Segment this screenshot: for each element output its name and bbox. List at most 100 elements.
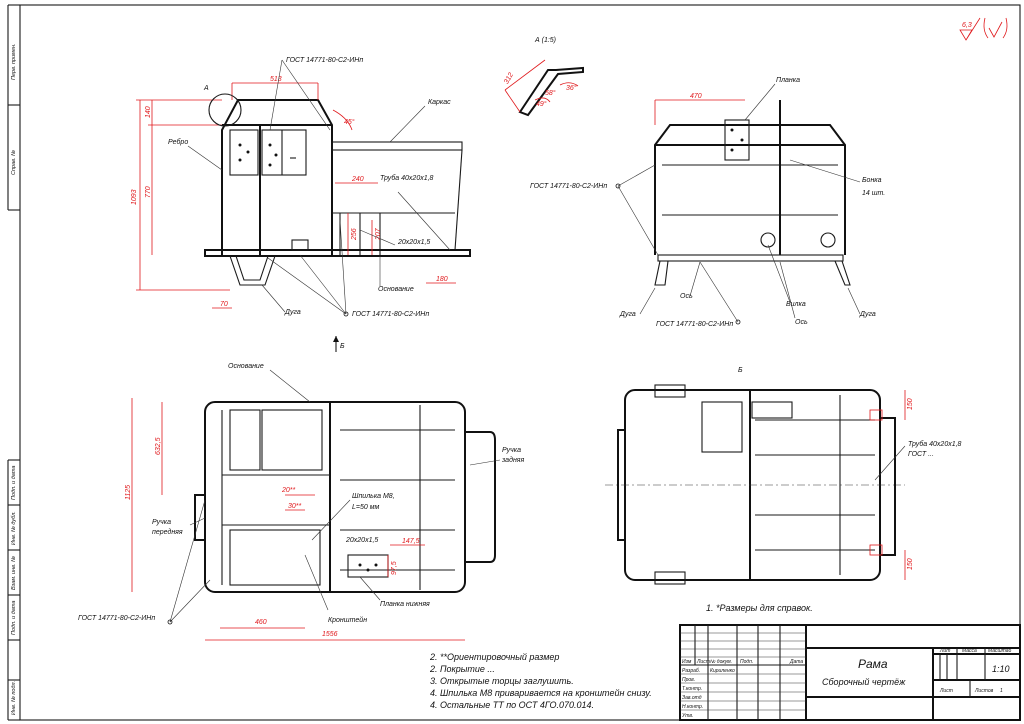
svg-text:470: 470 [690, 93, 702, 100]
svg-text:Дата: Дата [789, 659, 803, 665]
svg-text:Утв.: Утв. [682, 713, 693, 719]
note-3: 3. Открытые торцы заглушить. [430, 676, 574, 686]
svg-text:Основание: Основание [228, 363, 264, 370]
svg-text:Б: Б [738, 367, 743, 374]
note-1: 1. *Размеры для справок. [706, 603, 813, 613]
svg-text:Лист: Лист [696, 659, 710, 665]
stamp-podp-data-1: Подп. и дата [11, 466, 17, 500]
svg-text:ГОСТ 14771-80-С2-ИНп: ГОСТ 14771-80-С2-ИНп [656, 321, 733, 328]
svg-text:Бонка: Бонка [862, 177, 882, 184]
svg-text:ГОСТ 14771-80-С2-ИНп: ГОСТ 14771-80-С2-ИНп [352, 311, 429, 318]
svg-text:Ребро: Ребро [168, 138, 188, 146]
stamp-inv-dubl: Инв. № дубл. [11, 511, 17, 545]
svg-text:Масштаб: Масштаб [988, 648, 1012, 654]
svg-text:Труба 40х20х1,8: Труба 40х20х1,8 [908, 440, 962, 448]
svg-text:140: 140 [145, 106, 152, 118]
stamp-inv-podl: Инв. № подл. [11, 681, 17, 715]
svg-text:задняя: задняя [501, 456, 525, 464]
note-5: 4. Остальные ТТ по ОСТ 4ГО.070.014. [430, 700, 594, 710]
svg-text:1125: 1125 [125, 485, 132, 500]
svg-text:180: 180 [436, 276, 448, 283]
svg-text:Т.контр.: Т.контр. [682, 686, 702, 692]
svg-text:45°: 45° [344, 118, 355, 126]
top-view: 1125 632,5 20** 30** 147,5 97,5 460 1556… [78, 363, 525, 641]
note-4: 4. Шпилька М8 приваривается на кронштейн… [430, 688, 652, 698]
svg-text:ГОСТ 14771-80-С2-ИНп: ГОСТ 14771-80-С2-ИНп [530, 183, 607, 190]
stamp-sprav: Справ. № [11, 150, 17, 175]
svg-text:ГОСТ ...: ГОСТ ... [908, 451, 934, 458]
svg-text:Ручка: Ручка [152, 519, 171, 526]
svg-text:Н.контр.: Н.контр. [682, 704, 703, 710]
svg-text:передняя: передняя [152, 528, 183, 536]
svg-text:Подп.: Подп. [740, 659, 753, 665]
title-name: Рама [858, 657, 888, 671]
svg-text:14 шт.: 14 шт. [862, 190, 885, 197]
svg-text:Планка: Планка [776, 77, 800, 84]
svg-text:36°: 36° [566, 84, 577, 92]
svg-text:20х20х1,5: 20х20х1,5 [397, 239, 430, 246]
svg-text:312: 312 [503, 72, 515, 86]
title-scale: 1:10 [992, 664, 1010, 674]
svg-text:Основание: Основание [378, 286, 414, 293]
view-a-detail: А (1:5) 312 49° 58° 36° [503, 37, 584, 117]
svg-text:Ось: Ось [795, 319, 808, 326]
svg-text:Б: Б [340, 343, 345, 350]
svg-text:№ докум.: № докум. [710, 659, 732, 665]
svg-text:Лист: Лист [939, 688, 953, 694]
svg-text:Кронштейн: Кронштейн [328, 616, 367, 624]
svg-text:Изм: Изм [682, 659, 692, 665]
svg-text:L=50 мм: L=50 мм [352, 504, 380, 511]
notes: 1. *Размеры для справок. 2. **Ориентиров… [429, 603, 813, 710]
svg-text:Разраб.: Разраб. [682, 668, 700, 674]
svg-text:ГОСТ 14771-80-С2-ИНп: ГОСТ 14771-80-С2-ИНп [286, 57, 363, 64]
svg-text:Дуга: Дуга [859, 311, 876, 318]
svg-text:70: 70 [220, 301, 228, 308]
svg-text:770: 770 [145, 186, 152, 198]
svg-text:256: 256 [351, 228, 358, 241]
svg-text:Лит: Лит [939, 648, 950, 654]
svg-text:Труба 40х20х1,8: Труба 40х20х1,8 [380, 174, 434, 182]
svg-text:513: 513 [270, 76, 282, 83]
svg-text:Зав.отд: Зав.отд [682, 695, 702, 701]
svg-text:147,5: 147,5 [402, 538, 420, 545]
svg-text:Дуга: Дуга [284, 309, 301, 316]
svg-text:20**: 20** [281, 487, 296, 494]
svg-text:А: А [203, 85, 209, 92]
svg-text:632,5: 632,5 [155, 437, 162, 455]
svg-text:150: 150 [907, 558, 914, 570]
svg-text:Вилка: Вилка [786, 301, 806, 308]
svg-text:460: 460 [255, 619, 267, 626]
stamp-podp-data-2: Подп. и дата [11, 601, 17, 635]
note-2: 2. **Ориентировочный размер [429, 652, 559, 662]
sheet-border [19, 4, 1021, 721]
view-a-title: А (1:5) [534, 37, 556, 44]
svg-text:207: 207 [375, 227, 382, 241]
title-block: Изм Лист № докум. Подп. Дата Разраб. Кир… [679, 624, 1021, 721]
svg-text:ГОСТ 14771-80-С2-ИНп: ГОСТ 14771-80-С2-ИНп [78, 615, 155, 622]
stamp-perv-primen: Перв. примен. [11, 43, 17, 80]
svg-text:20х20х1,5: 20х20х1,5 [345, 537, 378, 544]
end-view: 470 Планка ГОСТ 14771-80-С2-ИНп Бонка 14… [530, 77, 885, 328]
svg-text:Листов: Листов [974, 688, 994, 694]
svg-text:240: 240 [351, 176, 364, 183]
roughness-symbol: 6,3 [959, 17, 1008, 41]
note-2b: 2. Покрытие ... [429, 664, 495, 674]
side-view: 513 1093 140 770 45° 240 256 207 180 70 … [131, 57, 471, 352]
svg-text:Каркас: Каркас [428, 99, 451, 106]
svg-text:Шпилька М8,: Шпилька М8, [352, 493, 395, 500]
svg-text:Ось: Ось [680, 293, 693, 300]
svg-text:6,3: 6,3 [962, 22, 972, 29]
svg-text:Пров.: Пров. [682, 677, 695, 683]
svg-text:Ручка: Ручка [502, 447, 521, 454]
bottom-view: Б 150 150 Труба 40х20х1,8 ГОСТ ... [605, 367, 962, 585]
svg-text:Масса: Масса [962, 648, 977, 654]
stamp-vzam-inv: Взам. инв. № [11, 556, 17, 590]
svg-text:58°: 58° [545, 89, 556, 97]
svg-text:Дуга: Дуга [619, 311, 636, 318]
svg-text:49°: 49° [536, 100, 547, 108]
svg-text:97,5: 97,5 [391, 561, 398, 575]
svg-text:1: 1 [1000, 688, 1003, 694]
svg-text:1093: 1093 [131, 189, 138, 205]
svg-text:1556: 1556 [322, 631, 338, 638]
